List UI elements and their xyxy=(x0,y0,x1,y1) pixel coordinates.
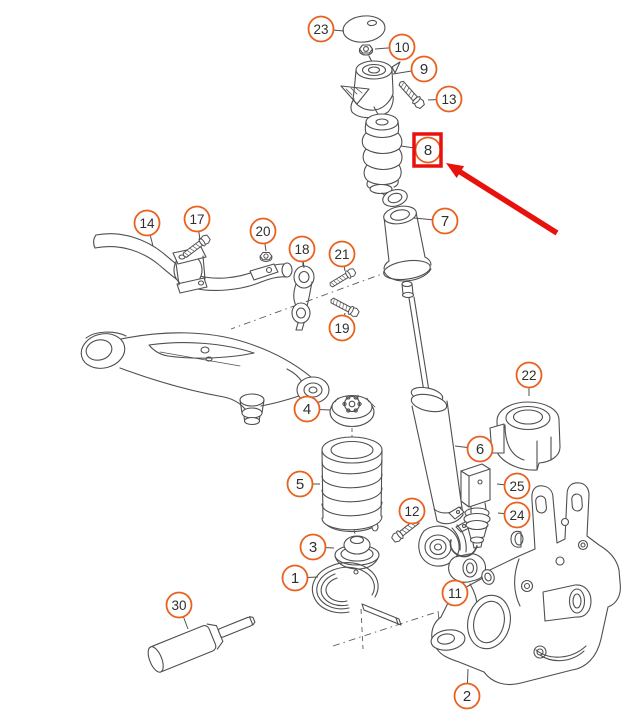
callout-ring-14 xyxy=(133,209,161,237)
callout-number-3: 3 xyxy=(309,539,317,556)
callout-24[interactable]: 24 xyxy=(503,501,531,529)
callout-number-7: 7 xyxy=(441,213,449,230)
callout-ring-11 xyxy=(441,579,469,607)
callout-19[interactable]: 19 xyxy=(328,314,356,342)
callout-ring-12 xyxy=(398,497,426,525)
stabilizer-clamp xyxy=(172,246,208,294)
shock-absorber xyxy=(401,280,487,583)
callout-ring-4 xyxy=(293,395,321,423)
callout-number-21: 21 xyxy=(334,247,349,262)
sensor-connector xyxy=(460,463,491,514)
callout-3[interactable]: 3 xyxy=(299,533,327,561)
link-nut xyxy=(259,252,273,262)
callout-17[interactable]: 17 xyxy=(183,205,211,233)
callout-ring-18 xyxy=(288,235,316,263)
callout-number-22: 22 xyxy=(521,368,536,383)
control-arm xyxy=(80,331,330,426)
callout-ring-19 xyxy=(328,314,356,342)
callout-number-24: 24 xyxy=(509,508,525,523)
callout-ring-6 xyxy=(466,435,494,463)
callout-13[interactable]: 13 xyxy=(435,85,463,113)
highlight-annotation xyxy=(412,132,559,236)
stabilizer-link xyxy=(291,261,315,331)
callout-ring-9 xyxy=(410,55,438,83)
callout-number-23: 23 xyxy=(313,22,328,37)
callout-ring-5 xyxy=(286,470,314,498)
callout-number-14: 14 xyxy=(139,216,155,231)
callout-number-12: 12 xyxy=(404,504,419,519)
washer xyxy=(481,569,495,585)
callout-number-1: 1 xyxy=(291,570,299,587)
boot-ring xyxy=(381,189,408,207)
callout-number-13: 13 xyxy=(441,92,456,107)
callout-ring-1 xyxy=(281,564,309,592)
callout-number-19: 19 xyxy=(334,321,349,336)
callout-21[interactable]: 21 xyxy=(328,240,356,268)
callout-ring-7 xyxy=(431,207,459,235)
callout-ring-24 xyxy=(503,501,531,529)
grease-tube xyxy=(147,616,256,673)
callout-number-5: 5 xyxy=(296,476,304,493)
callout-20[interactable]: 20 xyxy=(249,217,277,245)
callout-number-17: 17 xyxy=(189,212,204,227)
callout-ring-25 xyxy=(503,472,531,500)
callout-1[interactable]: 1 xyxy=(281,564,309,592)
spring-pad xyxy=(311,562,402,626)
callout-7[interactable]: 7 xyxy=(431,207,459,235)
callout-14[interactable]: 14 xyxy=(133,209,161,237)
callout-4[interactable]: 4 xyxy=(293,395,321,423)
callout-ring-22 xyxy=(515,361,543,389)
callout-ring-30 xyxy=(165,591,193,619)
callout-number-25: 25 xyxy=(509,479,524,494)
mount-bolt xyxy=(396,78,427,111)
callout-number-4: 4 xyxy=(303,401,311,418)
callout-2[interactable]: 2 xyxy=(453,682,481,710)
callout-ring-2 xyxy=(453,682,481,710)
callout-number-2: 2 xyxy=(463,688,471,705)
callout-6[interactable]: 6 xyxy=(466,435,494,463)
callout-11[interactable]: 11 xyxy=(441,579,469,607)
callout-ring-3 xyxy=(299,533,327,561)
callout-8[interactable]: 8 xyxy=(414,136,442,164)
callout-number-18: 18 xyxy=(294,242,309,257)
callout-22[interactable]: 22 xyxy=(515,361,543,389)
protective-cap xyxy=(489,401,561,471)
callout-30[interactable]: 30 xyxy=(165,591,193,619)
callout-25[interactable]: 25 xyxy=(503,472,531,500)
highlight-arrow-shaft xyxy=(455,167,559,236)
callout-23[interactable]: 23 xyxy=(307,15,335,43)
callout-number-6: 6 xyxy=(476,441,484,458)
strut-cap xyxy=(342,15,386,43)
callout-12[interactable]: 12 xyxy=(398,497,426,525)
highlight-arrow-head xyxy=(446,163,465,178)
callout-number-10: 10 xyxy=(394,40,409,55)
spring-seat xyxy=(334,535,380,570)
coil-spring xyxy=(321,436,383,533)
callout-number-8: 8 xyxy=(424,142,432,159)
highlight-box xyxy=(412,132,443,168)
callout-5[interactable]: 5 xyxy=(286,470,314,498)
callout-ring-23 xyxy=(307,15,335,43)
bump-stop xyxy=(361,106,403,195)
callout-number-11: 11 xyxy=(448,586,462,601)
callout-number-20: 20 xyxy=(255,224,270,239)
callout-9[interactable]: 9 xyxy=(410,55,438,83)
dust-boot xyxy=(383,205,432,282)
callout-ring-13 xyxy=(435,85,463,113)
callout-ring-10 xyxy=(388,33,416,61)
callout-ring-21 xyxy=(328,240,356,268)
callout-number-30: 30 xyxy=(171,598,186,613)
strut-nut xyxy=(358,44,374,56)
strut-mount xyxy=(340,55,401,119)
callout-ring-20 xyxy=(249,217,277,245)
spring-cap xyxy=(329,394,376,428)
callout-18[interactable]: 18 xyxy=(288,235,316,263)
callout-number-9: 9 xyxy=(420,61,428,78)
callout-10[interactable]: 10 xyxy=(388,33,416,61)
link-bolt-upper xyxy=(327,266,358,290)
callout-ring-17 xyxy=(183,205,211,233)
